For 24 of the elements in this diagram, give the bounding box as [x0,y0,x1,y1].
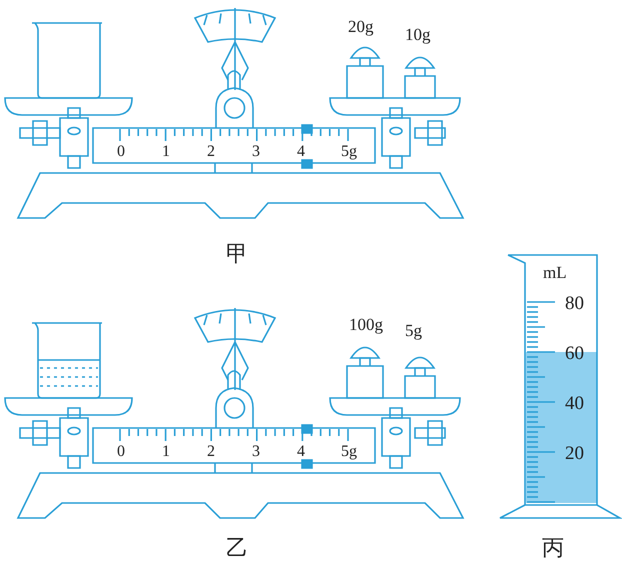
scale-label: 1 [162,144,170,160]
scale-label: 4 [297,144,305,160]
scale-label: 2 [207,144,215,160]
figure-label: 丙 [542,538,564,560]
scale-label: 3 [252,144,260,160]
scale-label: 60 [565,344,584,363]
scale-label: 5g [405,322,422,339]
scale-label: 80 [565,294,584,313]
scale-label: 2 [207,444,215,460]
scale-label: 5g [341,144,357,160]
unit-label: mL [543,264,567,281]
scale-label: 1 [162,444,170,460]
figure-label: 乙 [226,538,248,560]
scale-label: 100g [349,316,383,333]
scale-label: 20 [565,444,584,463]
scale-label: 40 [565,394,584,413]
scale-label: 5g [341,444,357,460]
figure-label: 甲 [226,244,248,266]
scale-label: 3 [252,444,260,460]
scale-label: 20g [348,18,374,35]
scale-label: 10g [405,26,430,43]
scale-label: 0 [117,144,125,160]
scale-label: 4 [297,444,305,460]
scale-label: 0 [117,444,125,460]
